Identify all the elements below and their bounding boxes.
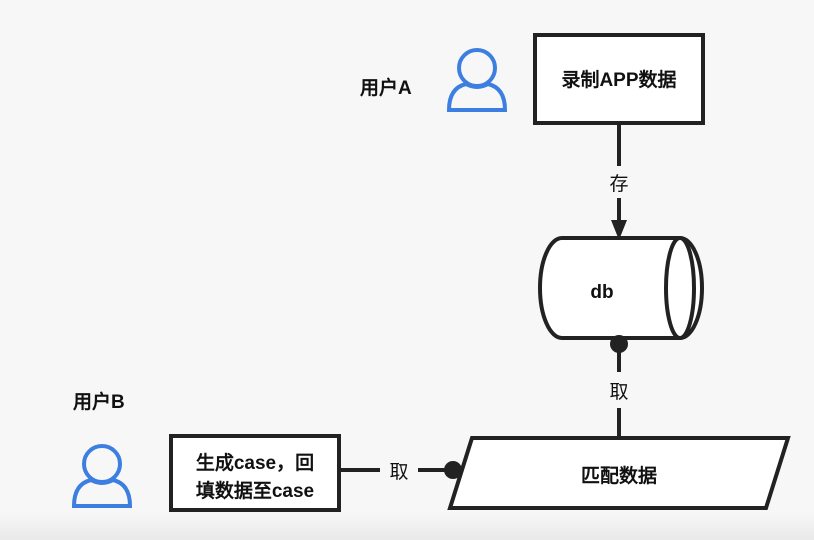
record-box-label: 录制APP数据 [561,68,676,91]
user-a-label: 用户A [360,76,412,99]
take-match-edge-label: 取 [389,462,408,483]
user-a: 用户A [360,48,508,112]
user-b: 用户B [71,390,133,508]
store-edge-label: 存 [609,173,628,195]
db-label: db [590,282,613,303]
take-db-edge-label: 取 [609,382,628,403]
match-data-box: 匹配数据 [447,436,791,510]
generate-case-box: 生成case，回 填数据至case [169,434,341,512]
bottom-band [0,512,814,540]
store-edge: 存 [609,123,629,240]
generate-box-line2: 填数据至case [196,479,314,502]
take-db-edge: 取 [609,335,629,438]
user-icon [446,48,508,112]
record-app-data-box: 录制APP数据 [533,33,705,125]
match-box-label: 匹配数据 [581,464,657,487]
generate-box-line1: 生成case，回 [196,451,314,474]
take-match-edge: 取 [339,461,462,483]
user-icon [71,444,133,508]
user-b-label: 用户B [73,390,125,413]
db-cylinder: db [538,236,704,340]
